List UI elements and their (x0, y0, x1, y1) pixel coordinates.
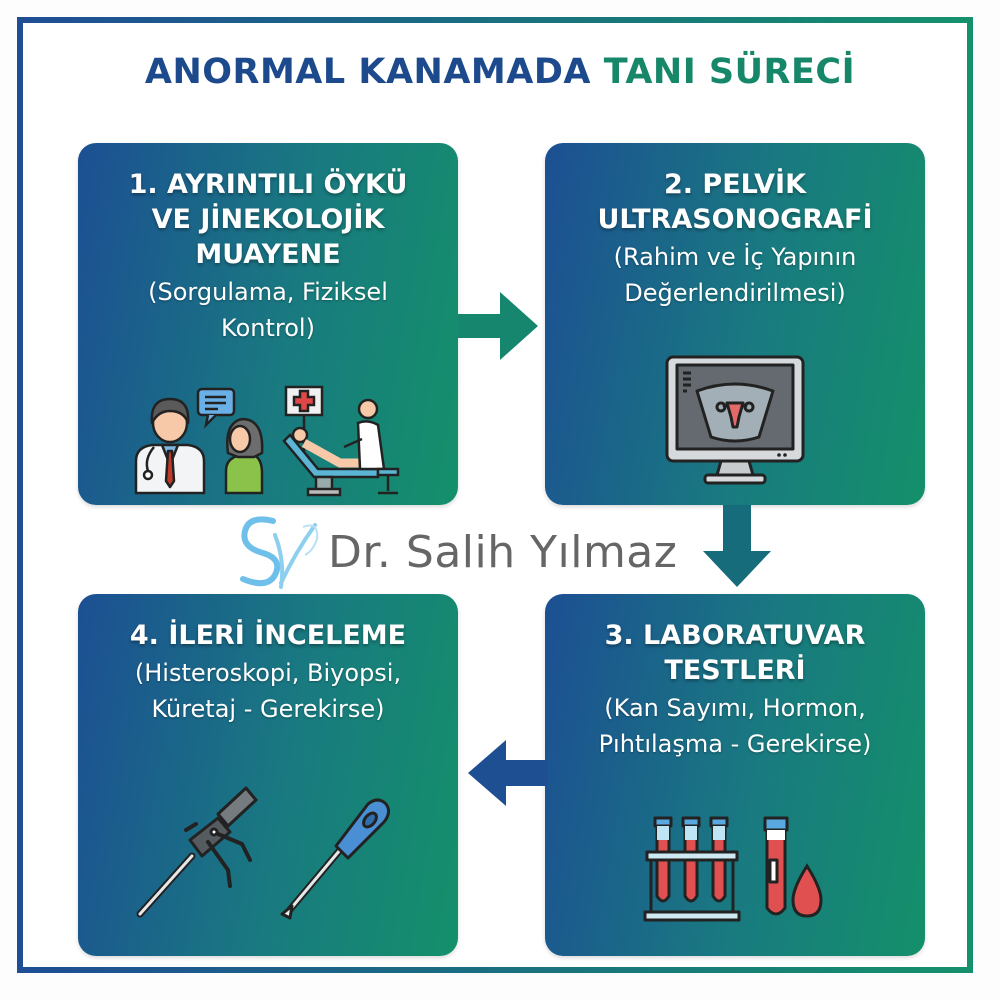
title-part-1: ANORMAL KANAMADA (144, 52, 591, 92)
arrow-left-icon (468, 740, 548, 806)
brand-name: Dr. Salih Yılmaz (328, 527, 678, 578)
step-4-description: (Histeroskopi, Biyopsi, Küretaj - Gereki… (78, 655, 458, 727)
step-2-description-line: Değerlendirilmesi) (624, 279, 846, 307)
doctor-patient-consultation-icon (134, 385, 400, 497)
step-3-description-line: (Kan Sayımı, Hormon, (604, 694, 866, 722)
step-1-description: (Sorgulama, Fiziksel Kontrol) (78, 274, 458, 346)
step-2-heading-line: ULTRASONOGRAFİ (597, 204, 873, 235)
step-1-heading-line: 1. AYRINTILI ÖYKÜ (128, 169, 408, 200)
step-4-heading-line: 4. İLERİ İNCELEME (129, 620, 407, 651)
step-4-description-line: (Histeroskopi, Biyopsi, (134, 659, 402, 687)
step-card-2: 2. PELVİK ULTRASONOGRAFİ (Rahim ve İç Ya… (545, 143, 925, 505)
ultrasound-monitor-icon (665, 355, 805, 485)
step-3-description: (Kan Sayımı, Hormon, Pıhtılaşma - Gereki… (545, 690, 925, 762)
arrow-down-icon (703, 505, 771, 587)
step-2-heading: 2. PELVİK ULTRASONOGRAFİ (545, 167, 925, 237)
title-part-2: TANI SÜRECİ (603, 52, 856, 92)
curette-icon (280, 798, 391, 920)
step-1-heading: 1. AYRINTILI ÖYKÜ VE JİNEKOLOJİK MUAYENE (78, 167, 458, 272)
brand-logo: Dr. Salih Yılmaz (233, 513, 693, 593)
step-1-description-line: (Sorgulama, Fiziksel (148, 278, 388, 306)
arrow-right-icon (458, 292, 538, 360)
step-3-heading: 3. LABORATUVAR TESTLERİ (545, 618, 925, 688)
step-2-heading-line: 2. PELVİK (663, 169, 807, 200)
blood-drop-icon (791, 863, 823, 918)
test-tubes-icon (643, 816, 823, 922)
step-4-description-line: Küretaj - Gerekirse) (151, 695, 385, 723)
step-card-1: 1. AYRINTILI ÖYKÜ VE JİNEKOLOJİK MUAYENE… (78, 143, 458, 505)
step-3-heading-line: 3. LABORATUVAR (604, 620, 866, 651)
step-1-heading-line: MUAYENE (195, 239, 341, 270)
step-3-heading-line: TESTLERİ (664, 655, 806, 686)
sy-monogram-icon (240, 516, 319, 589)
step-4-heading: 4. İLERİ İNCELEME (78, 618, 458, 653)
step-card-3: 3. LABORATUVAR TESTLERİ (Kan Sayımı, Hor… (545, 594, 925, 956)
step-1-description-line: Kontrol) (221, 314, 315, 342)
step-2-description-line: (Rahim ve İç Yapının (613, 243, 857, 271)
step-card-4: 4. İLERİ İNCELEME (Histeroskopi, Biyopsi… (78, 594, 458, 956)
step-1-heading-line: VE JİNEKOLOJİK (151, 204, 385, 235)
page-title: ANORMAL KANAMADA TANI SÜRECİ (0, 52, 1000, 92)
step-3-description-line: Pıhtılaşma - Gerekirse) (598, 730, 872, 758)
step-2-description: (Rahim ve İç Yapının Değerlendirilmesi) (545, 239, 925, 311)
hysteroscope-icon (136, 786, 258, 918)
